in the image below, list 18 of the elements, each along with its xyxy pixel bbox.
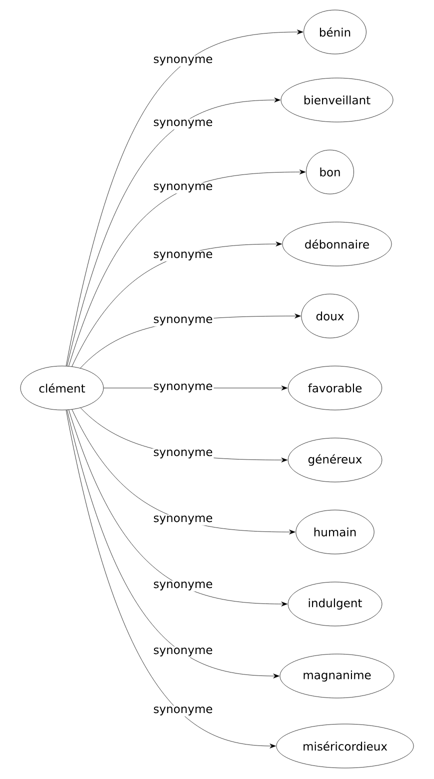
edge-label: synonyme bbox=[152, 448, 214, 460]
edge-label: synonyme bbox=[152, 118, 214, 130]
arrow bbox=[68, 170, 306, 366]
edge-label: synonyme bbox=[152, 382, 214, 394]
arrow bbox=[66, 30, 304, 366]
edge-label: synonyme bbox=[152, 182, 214, 194]
edge-label: synonyme bbox=[152, 706, 214, 716]
edge-label: synonyme bbox=[152, 56, 214, 66]
arrow bbox=[68, 410, 288, 606]
arrow bbox=[72, 242, 282, 367]
edge-label: synonyme bbox=[152, 646, 214, 658]
edge-label: synonyme bbox=[152, 316, 214, 326]
edge-label: synonyme bbox=[152, 514, 214, 526]
edge-label: synonyme bbox=[152, 250, 214, 262]
edge-label: synonyme bbox=[152, 580, 214, 592]
arrow bbox=[66, 410, 280, 678]
arrow bbox=[66, 98, 280, 366]
arrow bbox=[66, 410, 276, 748]
